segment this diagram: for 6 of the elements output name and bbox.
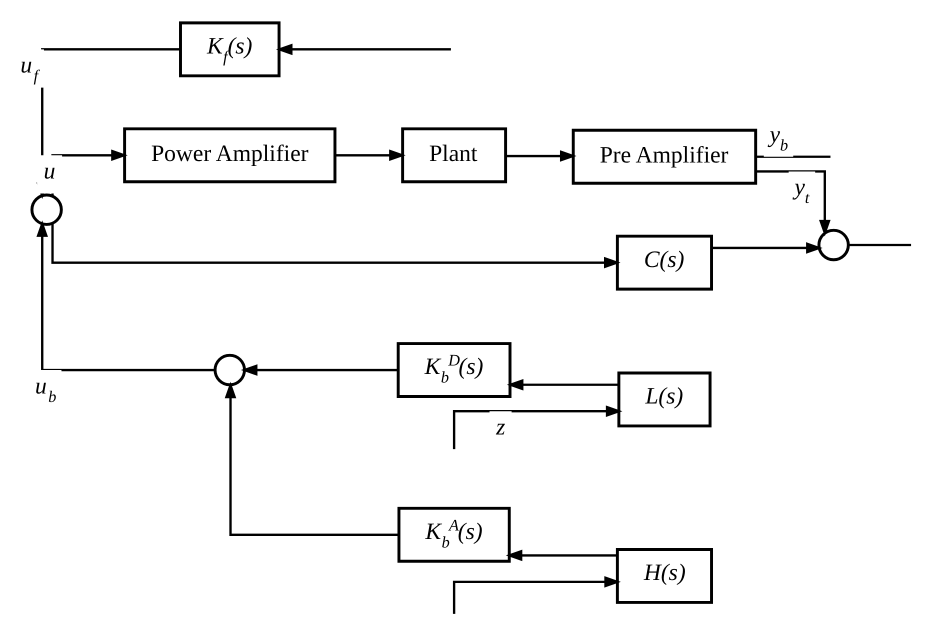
edge-label: z [496,414,506,440]
edge-label: u [44,158,56,185]
edge-label: u$_{b}$ [34,373,56,406]
edge-label: u$_{f}$ [20,52,38,86]
edge-label: y$_{t}$ [794,174,810,208]
edge-label: y$_{b}$ [770,122,788,154]
